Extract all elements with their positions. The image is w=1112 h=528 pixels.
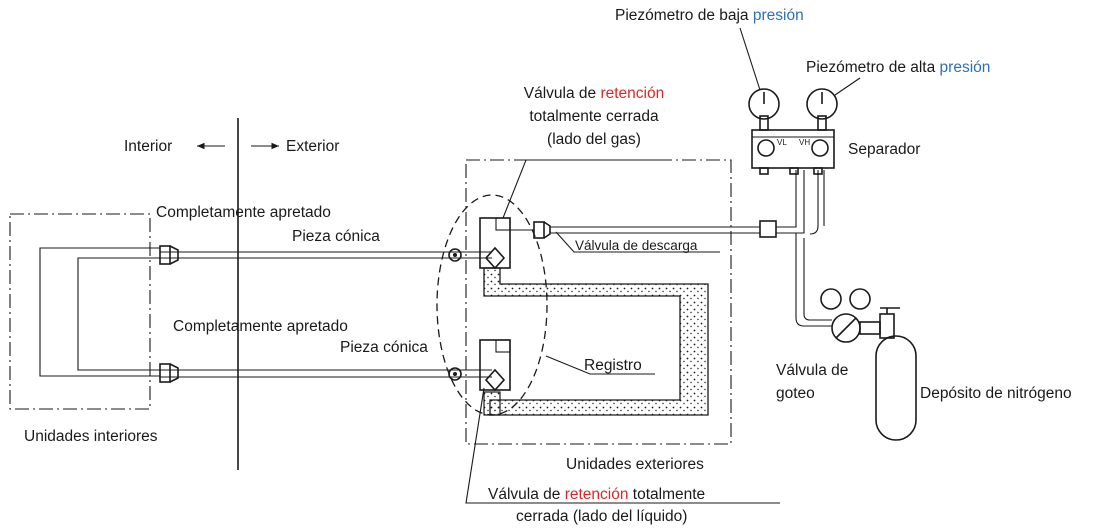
outdoor-coil xyxy=(483,267,709,416)
leader-discharge-valve xyxy=(555,231,720,253)
flare-nut-top xyxy=(159,245,179,265)
discharge-valve-label: Válvula de descarga xyxy=(575,238,698,253)
low-pressure-gauge xyxy=(748,88,780,120)
nitrogen-tank-label: Depósito de nitrógeno xyxy=(920,385,1072,402)
low-gauge-label: Piezómetro de baja presión xyxy=(615,7,804,24)
leader-high-gauge xyxy=(834,77,861,96)
liquid-valve-label: Válvula de retención totalmente xyxy=(488,486,705,503)
nitrogen-tank xyxy=(875,335,917,441)
indoor-units-box xyxy=(9,213,151,410)
vl-label: VL xyxy=(777,138,787,147)
register-label: Registro xyxy=(584,357,642,374)
exterior-label: Exterior xyxy=(286,138,339,155)
gas-valve-label: Válvula de retención xyxy=(524,85,664,102)
vh-label: VH xyxy=(799,138,810,147)
gas-service-valve xyxy=(479,217,551,270)
liquid-valve-label-2: cerrada (lado del líquido) xyxy=(516,508,687,525)
tightened-label-bottom: Completamente apretado xyxy=(173,318,348,335)
gas-valve-label-3: (lado del gas) xyxy=(547,131,641,148)
flare-label-top: Pieza cónica xyxy=(292,228,380,245)
indoor-units-label: Unidades interiores xyxy=(24,428,158,445)
manifold-gauge-set: VL VH xyxy=(751,115,835,175)
leader-liquid-valve xyxy=(465,387,780,504)
separator-label: Separador xyxy=(848,141,920,158)
indoor-loop-pipe-inner xyxy=(77,257,160,371)
leader-register xyxy=(545,355,655,375)
valve-area-ellipse xyxy=(436,194,548,416)
hose-connector xyxy=(759,220,777,238)
liquid-service-valve xyxy=(479,339,511,392)
outdoor-units-label: Unidades exteriores xyxy=(566,456,704,473)
leader-low-gauge xyxy=(739,27,761,91)
flare-label-bottom: Pieza cónica xyxy=(340,339,428,356)
indoor-loop-pipe xyxy=(39,247,160,377)
drip-valve xyxy=(820,288,900,343)
nitrogen-hose xyxy=(795,233,832,327)
flare-nut-bottom xyxy=(159,363,179,383)
high-pressure-gauge xyxy=(806,88,838,120)
drip-valve-label-1: Válvula de xyxy=(776,362,848,379)
drip-valve-label-2: goteo xyxy=(776,385,815,402)
interior-label: Interior xyxy=(124,138,172,155)
leader-gas-valve xyxy=(502,159,672,219)
tightened-label-top: Completamente apretado xyxy=(156,204,331,221)
gas-port-fitting xyxy=(448,248,462,262)
gas-valve-label-2: totalmente cerrada xyxy=(529,108,659,125)
high-gauge-label: Piezómetro de alta presión xyxy=(806,59,990,76)
